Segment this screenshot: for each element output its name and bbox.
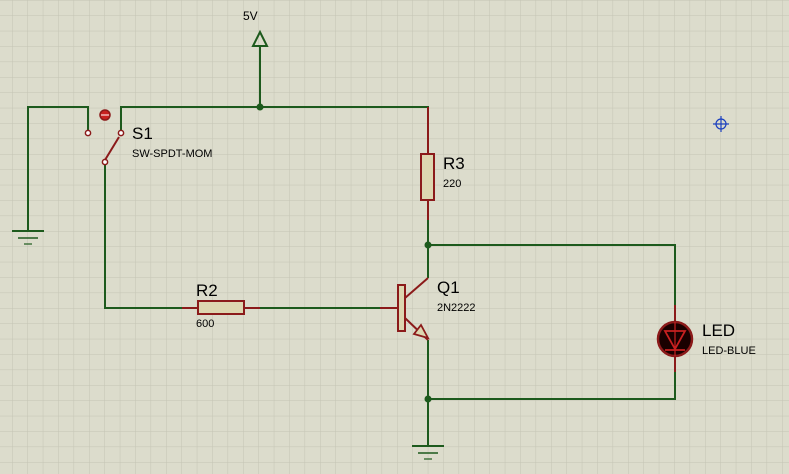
resistor-r2[interactable]: R2 600	[182, 281, 260, 330]
power-terminal-5v[interactable]: 5V	[243, 9, 269, 47]
led-ref: LED	[702, 321, 735, 340]
ground-left[interactable]	[12, 230, 44, 245]
junction-ground	[424, 395, 432, 403]
r2-body	[197, 300, 245, 315]
s1-value: SW-SPDT-MOM	[132, 148, 212, 160]
junctions	[256, 103, 432, 403]
switch-contact-common	[101, 158, 109, 166]
junction-collector	[424, 241, 432, 249]
r2-value: 600	[196, 318, 214, 330]
q1-value: 2N2222	[437, 302, 476, 314]
power-terminal-arrow-icon	[251, 29, 269, 47]
q1-ref: Q1	[437, 278, 460, 297]
q1-emitter-arrow-icon	[412, 323, 430, 340]
ground-bottom[interactable]	[412, 445, 444, 460]
switch-contact-nc	[84, 129, 92, 137]
q1-collector	[404, 277, 429, 299]
led-value: LED-BLUE	[702, 345, 756, 357]
resistor-r3[interactable]: R3 220	[420, 107, 465, 220]
junction-5v	[256, 103, 264, 111]
switch-lever	[104, 136, 120, 161]
s1-ref: S1	[132, 124, 153, 143]
r2-ref: R2	[196, 281, 218, 300]
q1-base-bar	[397, 284, 406, 332]
wire-switch-to-left-ground[interactable]	[27, 106, 89, 231]
r3-body	[420, 153, 435, 201]
power-label: 5V	[243, 9, 258, 23]
crosshair-cursor-icon	[713, 116, 729, 132]
r3-value: 220	[443, 178, 461, 190]
transistor-q1[interactable]: Q1 2N2222	[380, 277, 476, 341]
r3-ref: R3	[443, 154, 465, 173]
wire-node-to-led[interactable]	[428, 244, 676, 322]
led-blue[interactable]: LED LED-BLUE	[656, 305, 756, 372]
switch-contact-no	[117, 129, 125, 137]
wire-switch-to-r2[interactable]	[104, 165, 198, 309]
switch-s1[interactable]: S1 SW-SPDT-MOM	[84, 109, 212, 166]
